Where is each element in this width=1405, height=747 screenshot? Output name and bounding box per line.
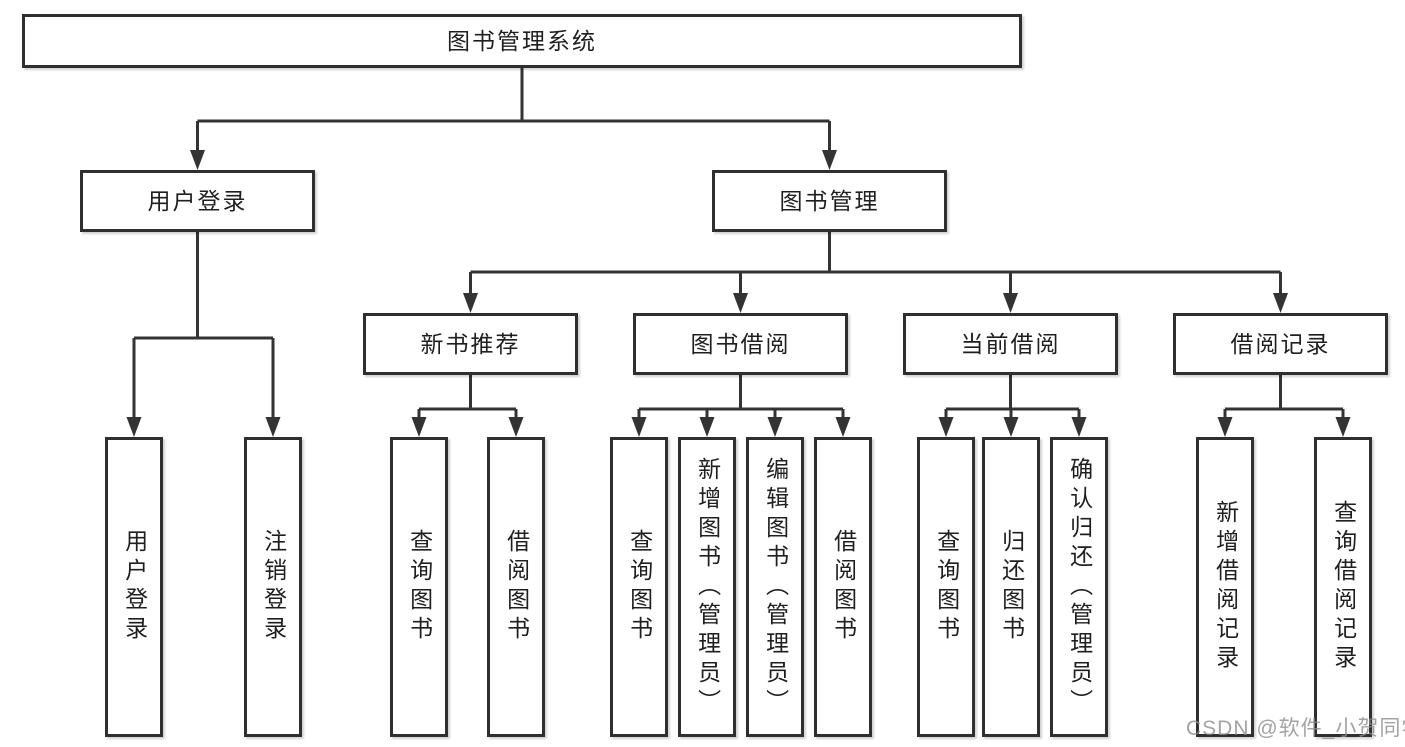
leaf-user-login-label: 用户登录 — [121, 529, 148, 645]
arrowhead-leaf-newbook-borrow — [508, 417, 524, 437]
node-root: 图书管理系统 — [22, 14, 1022, 68]
leaf-current-query-label: 查询图书 — [933, 529, 960, 645]
leaf-borrow-add-admin: 新增图书（管理员） — [678, 437, 736, 737]
leaf-user-login: 用户登录 — [105, 437, 163, 737]
node-book-borrow: 图书借阅 — [633, 313, 848, 375]
arrowhead-leaf-borrow-add — [699, 417, 715, 437]
arrowhead-user-login — [190, 150, 205, 170]
node-new-book-recommend-label: 新书推荐 — [420, 330, 521, 357]
leaf-borrow-edit-admin: 编辑图书（管理员） — [746, 437, 804, 737]
leaf-records-query-label: 查询借阅记录 — [1330, 500, 1357, 674]
arrowhead-new-book — [463, 293, 478, 313]
leaf-newbook-query: 查询图书 — [390, 437, 448, 737]
node-book-borrow-label: 图书借阅 — [690, 330, 791, 357]
leaf-borrow-query: 查询图书 — [610, 437, 668, 737]
csdn-watermark: CSDN @软件_小贺同学 — [1186, 717, 1405, 740]
arrowhead-leaf-borrow-query — [631, 417, 647, 437]
arrowhead-leaf-records-query — [1335, 417, 1351, 437]
node-book-management: 图书管理 — [712, 170, 947, 232]
arrowhead-leaf-newbook-query — [411, 417, 427, 437]
node-user-login-label: 用户登录 — [147, 187, 248, 214]
node-book-management-label: 图书管理 — [779, 187, 880, 214]
node-current-borrow-label: 当前借阅 — [960, 330, 1061, 357]
node-user-login: 用户登录 — [80, 170, 315, 232]
node-borrow-records: 借阅记录 — [1173, 313, 1388, 375]
arrowhead-leaf-logout — [265, 417, 281, 437]
leaf-newbook-borrow-label: 借阅图书 — [503, 529, 530, 645]
arrowhead-leaf-borrow-edit — [767, 417, 783, 437]
arrowhead-leaf-current-return — [1003, 417, 1019, 437]
arrowhead-borrow-records — [1273, 293, 1288, 313]
connector-current-borrow-to-leaves — [944, 375, 1081, 419]
leaf-current-confirm-admin-label: 确认归还（管理员） — [1066, 456, 1093, 718]
arrowhead-current-borrow — [1003, 293, 1018, 313]
leaf-borrow-add-admin-label: 新增图书（管理员） — [694, 456, 721, 718]
node-borrow-records-label: 借阅记录 — [1230, 330, 1331, 357]
leaf-borrow-borrow: 借阅图书 — [814, 437, 872, 737]
arrowhead-leaf-current-query — [938, 417, 954, 437]
node-new-book-recommend: 新书推荐 — [363, 313, 578, 375]
arrowhead-leaf-borrow-borrow — [835, 417, 851, 437]
leaf-current-return: 归还图书 — [982, 437, 1040, 737]
leaf-borrow-borrow-label: 借阅图书 — [830, 529, 857, 645]
arrowhead-book-borrow — [733, 293, 748, 313]
arrowhead-leaf-records-add — [1217, 417, 1233, 437]
connector-user-login-to-leaves — [132, 232, 275, 419]
arrowhead-book-management — [822, 150, 837, 170]
connector-root-to-level2 — [196, 68, 831, 152]
node-root-label: 图书管理系统 — [447, 27, 597, 54]
arrowhead-leaf-user-login — [126, 417, 142, 437]
leaf-borrow-query-label: 查询图书 — [626, 529, 653, 645]
leaf-current-return-label: 归还图书 — [998, 529, 1025, 645]
leaf-current-confirm-admin: 确认归还（管理员） — [1050, 437, 1108, 737]
connector-borrow-records-to-leaves — [1223, 375, 1345, 419]
connector-new-book-to-leaves — [417, 375, 518, 419]
node-current-borrow: 当前借阅 — [903, 313, 1118, 375]
arrowhead-leaf-current-confirm — [1071, 417, 1087, 437]
leaf-records-add-label: 新增借阅记录 — [1212, 500, 1239, 674]
leaf-current-query: 查询图书 — [917, 437, 975, 737]
connector-book-management-to-level3 — [469, 232, 1282, 295]
connector-book-borrow-to-leaves — [637, 375, 845, 419]
leaf-newbook-borrow: 借阅图书 — [487, 437, 545, 737]
leaf-newbook-query-label: 查询图书 — [406, 529, 433, 645]
leaf-borrow-edit-admin-label: 编辑图书（管理员） — [762, 456, 789, 718]
leaf-logout: 注销登录 — [244, 437, 302, 737]
leaf-records-add: 新增借阅记录 — [1196, 437, 1254, 737]
leaf-logout-label: 注销登录 — [260, 529, 287, 645]
leaf-records-query: 查询借阅记录 — [1314, 437, 1372, 737]
